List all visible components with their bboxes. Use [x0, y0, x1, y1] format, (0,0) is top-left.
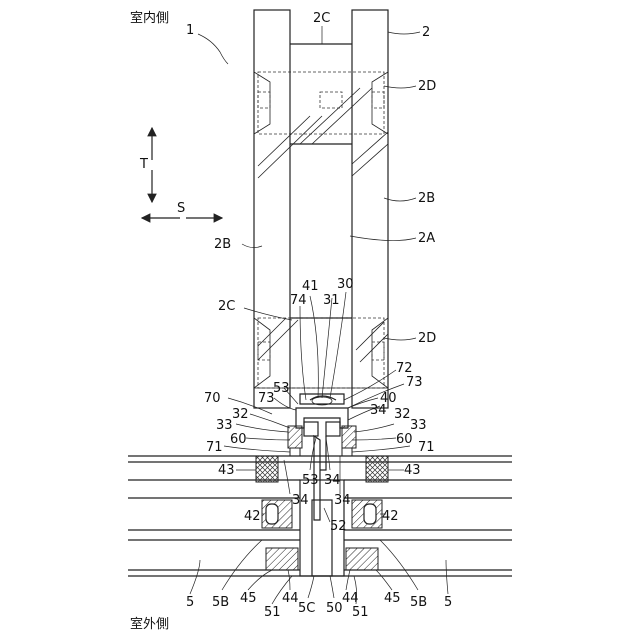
label-2d-mid: 2D	[418, 331, 436, 346]
insert-42-right	[364, 504, 376, 524]
label-45-left: 45	[240, 591, 257, 606]
block-45-left	[266, 548, 298, 570]
gasket-71-left	[290, 448, 300, 456]
label-33-right: 33	[410, 418, 427, 433]
label-2d-top: 2D	[418, 79, 436, 94]
label-34-right: 34	[370, 403, 387, 418]
label-2b-right: 2B	[418, 191, 435, 206]
label-5b-right: 5B	[410, 595, 427, 610]
label-71-left: 71	[206, 440, 223, 455]
label-53-b: 53	[302, 473, 319, 488]
label-72: 72	[396, 361, 413, 376]
label-30: 30	[337, 277, 354, 292]
label-5c: 5C	[298, 601, 315, 616]
label-2: 2	[422, 25, 430, 40]
label-43-right: 43	[404, 463, 421, 478]
label-45-right: 45	[384, 591, 401, 606]
label-2c-mid: 2C	[218, 299, 235, 314]
label-5b-left: 5B	[212, 595, 229, 610]
block-43-right	[366, 456, 388, 482]
seal-60-left	[288, 426, 302, 448]
label-34-rr: 34	[334, 493, 351, 508]
label-42-right: 42	[382, 509, 399, 524]
reference-labels: 1 2 2C 2D 2B 2B 2A 2C 2D 41 31 30 74 72 …	[186, 11, 452, 620]
label-32-right: 32	[394, 407, 411, 422]
seal-60-right	[342, 426, 356, 448]
label-52: 52	[330, 519, 347, 534]
label-73-left: 73	[258, 391, 275, 406]
glass-unit	[254, 10, 388, 408]
label-5-left: 5	[186, 595, 194, 610]
label-42-left: 42	[244, 509, 261, 524]
label-53-a: 53	[273, 381, 290, 396]
label-31: 31	[323, 293, 340, 308]
label-60-right: 60	[396, 432, 413, 447]
label-2a: 2A	[418, 231, 435, 246]
label-71-right: 71	[418, 440, 435, 455]
leader-lines	[190, 26, 448, 604]
outdoor-side-label: 室外側	[130, 616, 169, 632]
label-43-left: 43	[218, 463, 235, 478]
label-70: 70	[204, 391, 221, 406]
block-43-left	[256, 456, 278, 482]
label-51-right: 51	[352, 605, 369, 620]
label-5-right: 5	[444, 595, 452, 610]
label-60-left: 60	[230, 432, 247, 447]
label-2b-left: 2B	[214, 237, 231, 252]
label-33-left: 33	[216, 418, 233, 433]
label-50: 50	[326, 601, 343, 616]
label-41: 41	[302, 279, 319, 294]
label-73-right: 73	[406, 375, 423, 390]
direction-label-t: T	[139, 157, 148, 172]
insert-42-left	[266, 504, 278, 524]
label-34-mid: 34	[324, 473, 341, 488]
label-32-left: 32	[232, 407, 249, 422]
label-1: 1	[186, 23, 194, 38]
block-45-right	[346, 548, 378, 570]
direction-label-s: S	[177, 201, 185, 216]
label-51-left: 51	[264, 605, 281, 620]
label-44-right: 44	[342, 591, 359, 606]
label-74: 74	[290, 293, 307, 308]
label-2c-top: 2C	[313, 11, 330, 26]
label-44-left: 44	[282, 591, 299, 606]
indoor-side-label: 室内側	[130, 10, 169, 26]
label-34-left: 34	[292, 493, 309, 508]
gasket-71-right	[342, 448, 352, 456]
